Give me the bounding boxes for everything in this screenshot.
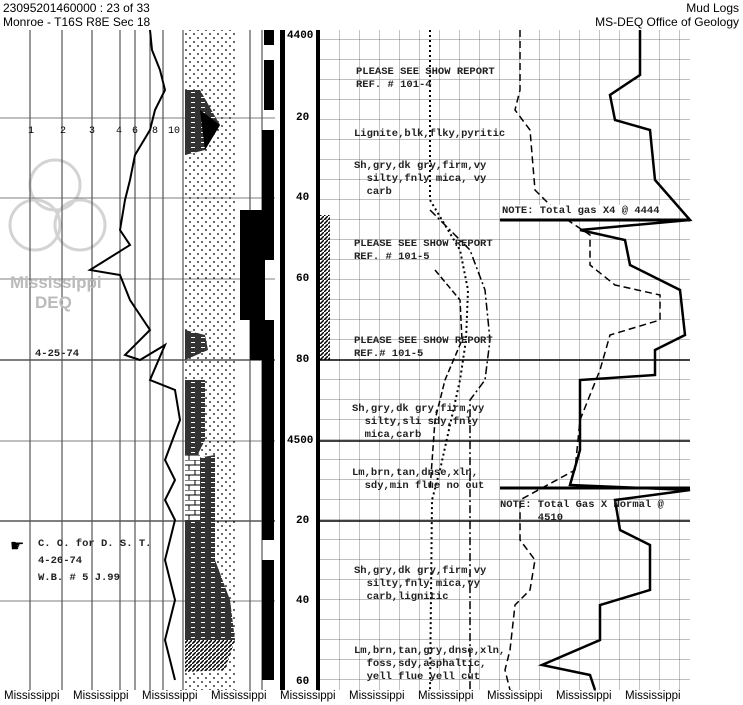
description: Sh,gry,dk gry,firm,vy silty,fnly mica, v…	[354, 160, 487, 198]
drill-rate-curve	[87, 29, 182, 681]
description: PLEASE SEE SHOW REPORT REF. # 101-4	[356, 66, 495, 91]
svg-text:DEQ: DEQ	[35, 293, 72, 312]
show-interval-hatch	[318, 215, 330, 360]
pointing-hand-icon: ☛	[10, 538, 25, 555]
gas-note: NOTE: Total gas X4 @ 4444	[502, 205, 660, 218]
total-gas-solid-curve	[537, 30, 693, 691]
msdeq-logo-watermark	[8, 158, 107, 252]
description: PLEASE SEE SHOW REPORT REF. # 101-5	[354, 238, 493, 263]
date-label: 4-25-74	[35, 348, 80, 360]
watermark-text: Mississippi	[10, 273, 102, 292]
description: Lm,brn,tan,dnse,xln, sdy,min flue no cut	[352, 467, 485, 492]
description: Sh,gry,dk gry,firm,vy silty,sli sdy,fnly…	[352, 403, 485, 441]
total-gas-dashed-curve	[504, 30, 661, 691]
location: Monroe - T16S R8E Sec 18	[3, 15, 151, 29]
office: MS-DEQ Office of Geology	[595, 15, 739, 29]
description: Lm,brn,tan,gry,dnse,xln, foss,sdy,asphal…	[354, 645, 506, 683]
gas-note: NOTE: Total Gas X Normal @ 4510	[500, 499, 664, 524]
description: Sh,gry,dk gry,firm,vy silty,fnly mica,vy…	[354, 565, 487, 603]
well-id-page: 23095201460000 : 23 of 33	[3, 1, 150, 15]
description: Lignite,blk,flky,pyritic	[354, 128, 506, 140]
depth-track-border	[280, 30, 285, 690]
doc-type: Mud Logs	[686, 1, 739, 15]
description: PLEASE SEE SHOW REPORT REF.# 101-5	[354, 335, 493, 360]
lithology-column	[185, 30, 235, 690]
gas-dashed-mid-curve	[429, 269, 463, 491]
black-bars	[240, 30, 274, 680]
